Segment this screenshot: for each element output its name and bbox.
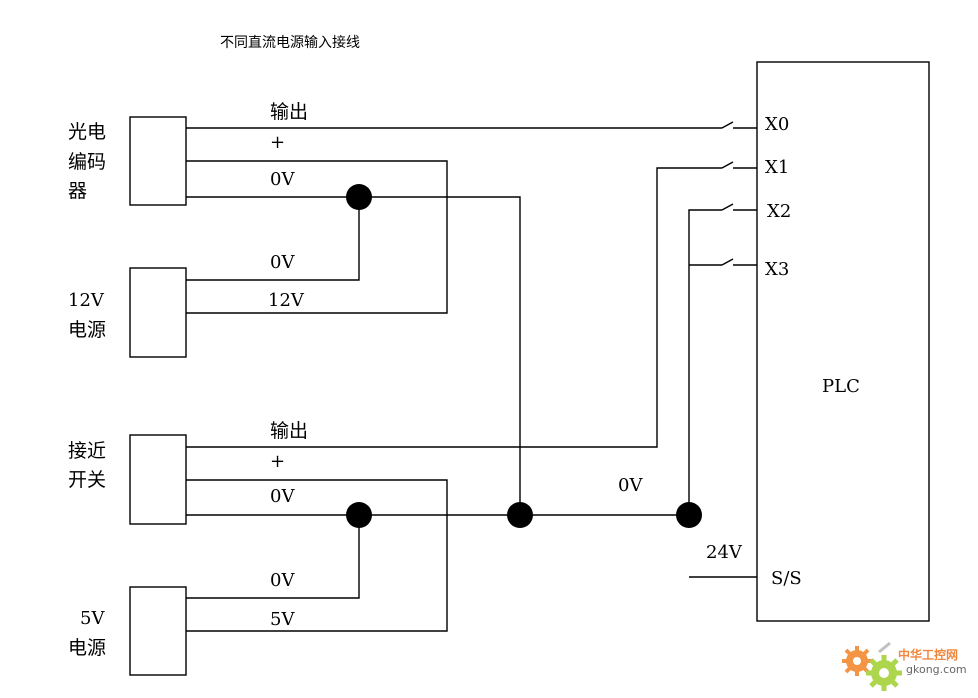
diagram-title: 不同直流电源输入接线 <box>220 34 360 51</box>
x1-switch-contact <box>721 161 734 169</box>
supply-5v-label-line-2: 电源 <box>68 637 106 659</box>
junction-common-0v <box>507 502 533 528</box>
plc-terminal-x1: X1 <box>765 157 789 178</box>
plc-box <box>756 61 930 622</box>
encoder-box <box>129 116 187 206</box>
supply-12v-label: 12V 电源 <box>68 290 106 341</box>
encoder-label: 光电 编码 器 <box>68 121 106 202</box>
label-prox-output: 输出 <box>270 420 308 442</box>
proximity-switch-label-line-1: 接近 <box>68 440 106 462</box>
supply-5v-0v-wire <box>186 515 360 599</box>
supply-12v-label-line-1: 12V <box>68 290 105 311</box>
plc-terminal-x3: X3 <box>765 259 789 280</box>
encoder-0v-wire <box>186 196 521 515</box>
x3-switch-contact <box>721 258 734 266</box>
label-encoder-output: 输出 <box>270 101 308 123</box>
label-supply12-12v: 12V <box>268 290 305 311</box>
supply-12v-0v-wire <box>186 197 360 281</box>
plc-terminal-x2: X2 <box>767 201 791 222</box>
junction-proximity-0v <box>346 502 372 528</box>
supply-5v-label-line-1: 5V <box>80 608 105 629</box>
proximity-output-wire <box>186 167 722 448</box>
label-supply5-0v: 0V <box>270 570 295 591</box>
watermark-url: gkong.com <box>906 663 967 676</box>
supply-5v-label: 5V 电源 <box>68 608 106 659</box>
x0-switch-contact <box>721 121 734 129</box>
green-gear-icon <box>866 655 902 691</box>
supply-5v-box <box>129 586 187 676</box>
proximity-switch-label: 接近 开关 <box>68 440 106 491</box>
plc-terminal-x0: X0 <box>765 114 789 135</box>
label-supply5-5v: 5V <box>270 609 295 630</box>
label-supply-24v: 24V <box>706 542 743 563</box>
label-supply12-0v: 0V <box>270 252 295 273</box>
label-encoder-0v: 0V <box>270 169 295 190</box>
encoder-label-line-1: 光电 <box>68 121 106 143</box>
junction-encoder-0v <box>346 184 372 210</box>
label-common-0v: 0V <box>618 475 643 496</box>
x2-x3-common-wire <box>688 209 722 515</box>
encoder-label-line-2: 编码 <box>68 151 106 173</box>
label-prox-plus: + <box>270 451 285 472</box>
proximity-plus-5v-wire <box>186 479 448 632</box>
watermark-brand: 中华工控网 <box>898 647 958 662</box>
encoder-plus-12v-wire <box>186 160 448 314</box>
proximity-switch-label-line-2: 开关 <box>68 469 106 491</box>
plc-label: PLC <box>822 376 860 397</box>
orange-gear-icon <box>842 646 872 676</box>
watermark: 中华工控网 gkong.com <box>842 641 967 691</box>
proximity-switch-box <box>129 434 187 525</box>
supply-12v-box <box>129 267 187 358</box>
pen-icon <box>878 641 891 654</box>
supply-12v-label-line-2: 电源 <box>68 319 106 341</box>
encoder-label-line-3: 器 <box>68 180 87 202</box>
label-encoder-plus: + <box>270 132 285 153</box>
x2-switch-contact <box>721 203 734 211</box>
plc-terminal-ss: S/S <box>771 568 802 589</box>
label-prox-0v: 0V <box>270 486 295 507</box>
